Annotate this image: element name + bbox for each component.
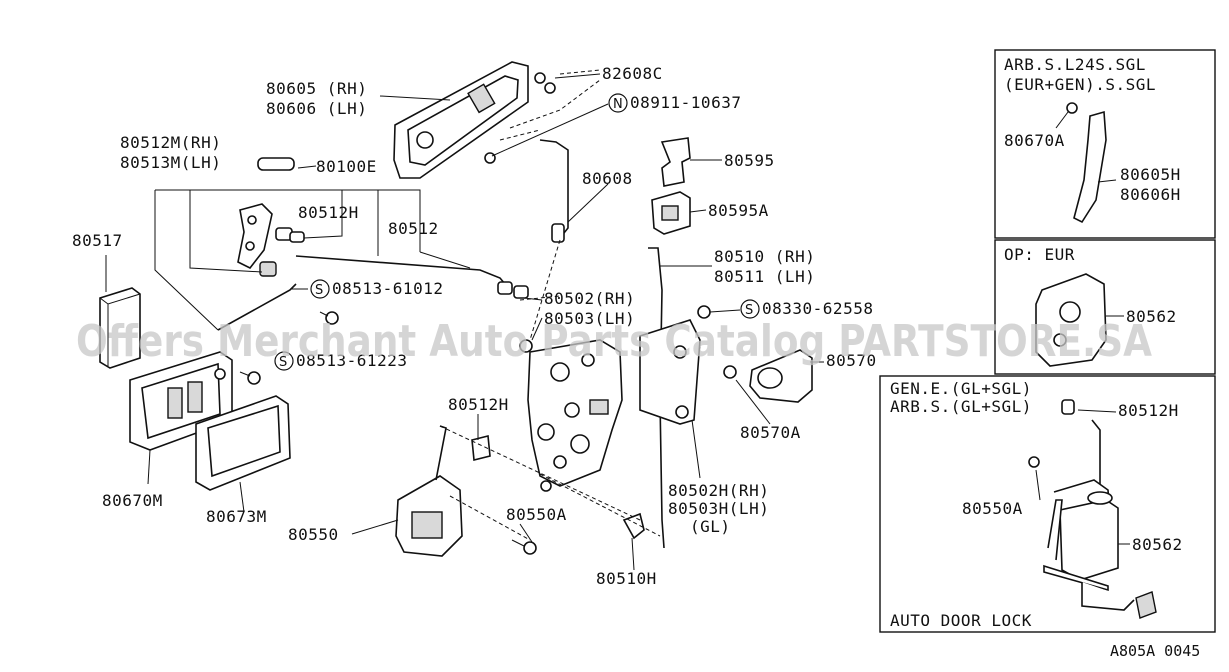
label-80512H-upper: 80512H — [298, 203, 359, 222]
clip-80512H-upper-part — [275, 227, 305, 243]
n-circle-icon — [608, 93, 628, 113]
label-80510H: 80510H — [596, 569, 657, 588]
label-80502H: 80502H(RH) — [668, 481, 769, 500]
inset-top-line2: (EUR+GEN).S.SGL — [1004, 75, 1156, 94]
label-80670A: 80670A — [1004, 131, 1065, 150]
n-mark: N — [613, 97, 623, 112]
inset-top-arb: ARB.S.L24S.SGL (EUR+GEN).S.SGL 80670A 80… — [994, 49, 1216, 239]
label-80550A-inset: 80550A — [962, 499, 1023, 518]
label-80605: 80605 (RH) — [266, 79, 367, 98]
label-80595A: 80595A — [708, 201, 769, 220]
bracket-80512M-part — [237, 157, 295, 277]
label-80670M: 80670M — [102, 491, 163, 510]
label-80512H-inset: 80512H — [1118, 401, 1179, 420]
label-80550: 80550 — [288, 525, 339, 544]
label-80503: 80503(LH) — [544, 309, 635, 328]
clip-80595-part — [660, 137, 691, 187]
label-80570: 80570 — [826, 351, 877, 370]
actuator-80550-part — [395, 425, 463, 557]
label-80512M: 80512M(RH) — [120, 133, 221, 152]
label-08330-62558: 08330-62558 — [762, 299, 873, 318]
clip-80595A-part — [651, 191, 691, 235]
label-80562-eur: 80562 — [1126, 307, 1177, 326]
s-circle-icon-62558 — [740, 299, 760, 319]
label-80510: 80510 (RH) — [714, 247, 815, 266]
bolt-80550A-inset-part — [1028, 456, 1040, 468]
label-80517: 80517 — [72, 231, 123, 250]
label-80605H: 80605H — [1120, 165, 1181, 184]
inset-mid-eur: OP: EUR 80562 — [994, 239, 1216, 375]
inset-bottom-line2: ARB.S.(GL+SGL) — [890, 397, 1032, 416]
label-08513-61223: 08513-61223 — [296, 351, 407, 370]
lock-cylinder-80570-part — [723, 349, 813, 403]
label-80595: 80595 — [724, 151, 775, 170]
s-mark-61012: S — [315, 283, 323, 298]
clip-80512H-inset-part — [1061, 399, 1075, 415]
outside-handle-part — [393, 61, 556, 179]
main-labels: 82608C 80605 (RH) 80606 (LH) N 08911-106… — [72, 64, 877, 588]
inset-mid-title: OP: EUR — [1004, 245, 1075, 264]
label-80673M: 80673M — [206, 507, 267, 526]
bracket-80502H-part — [639, 319, 701, 425]
rod-80512-part — [295, 255, 529, 299]
handle-80605H-part — [1073, 110, 1107, 224]
label-80608: 80608 — [582, 169, 633, 188]
label-80100E: 80100E — [316, 157, 377, 176]
bolt-08330-62558-part — [697, 305, 741, 319]
leader-lines — [105, 73, 824, 571]
bolt-80550A-part — [511, 539, 537, 555]
label-08911-10637: 08911-10637 — [630, 93, 741, 112]
label-GL: (GL) — [690, 517, 731, 536]
rod-80608-part — [539, 139, 569, 243]
label-82608C: 82608C — [602, 64, 663, 83]
bolt-08513-61223-part — [239, 371, 261, 385]
label-80606: 80606 (LH) — [266, 99, 367, 118]
label-80512H-lower: 80512H — [448, 395, 509, 414]
label-08513-61012: 08513-61012 — [332, 279, 443, 298]
watermark-text: Offers Merchant Auto Parts Catalog PARTS… — [76, 316, 1152, 367]
inset-bottom-auto-lock: GEN.E.(GL+SGL) ARB.S.(GL+SGL) 80512H 805… — [879, 375, 1216, 633]
label-80562-inset: 80562 — [1132, 535, 1183, 554]
s-circle-icon-61012 — [310, 279, 330, 299]
part-80517-shape — [99, 287, 141, 369]
label-80503H: 80503H(LH) — [668, 499, 769, 518]
label-80511: 80511 (LH) — [714, 267, 815, 286]
s-mark-61223: S — [279, 355, 287, 370]
inset-bottom-line1: GEN.E.(GL+SGL) — [890, 379, 1032, 398]
label-80550A: 80550A — [506, 505, 567, 524]
bolt-08513-61012-part — [319, 311, 339, 325]
bolt-80670A-part — [1066, 102, 1078, 114]
label-80513M: 80513M(LH) — [120, 153, 221, 172]
figure-code: A805A 0045 — [1110, 642, 1200, 660]
door-lock-80502-part — [519, 339, 623, 492]
label-80570A: 80570A — [740, 423, 801, 442]
s-mark-62558: S — [745, 303, 753, 318]
s-circle-icon-61223 — [274, 351, 294, 371]
label-80606H: 80606H — [1120, 185, 1181, 204]
label-80502: 80502(RH) — [544, 289, 635, 308]
bezel-80673M-part — [195, 395, 291, 491]
assembly-dashed-lines — [439, 69, 661, 541]
rod-inside-handle-part — [217, 283, 297, 331]
actuator-80562-inset-part — [1059, 499, 1119, 581]
inset-top-line1: ARB.S.L24S.SGL — [1004, 55, 1146, 74]
inset-bottom-caption: AUTO DOOR LOCK — [890, 611, 1032, 630]
clip-80512H-lower-part — [471, 434, 491, 462]
label-80512: 80512 — [388, 219, 439, 238]
